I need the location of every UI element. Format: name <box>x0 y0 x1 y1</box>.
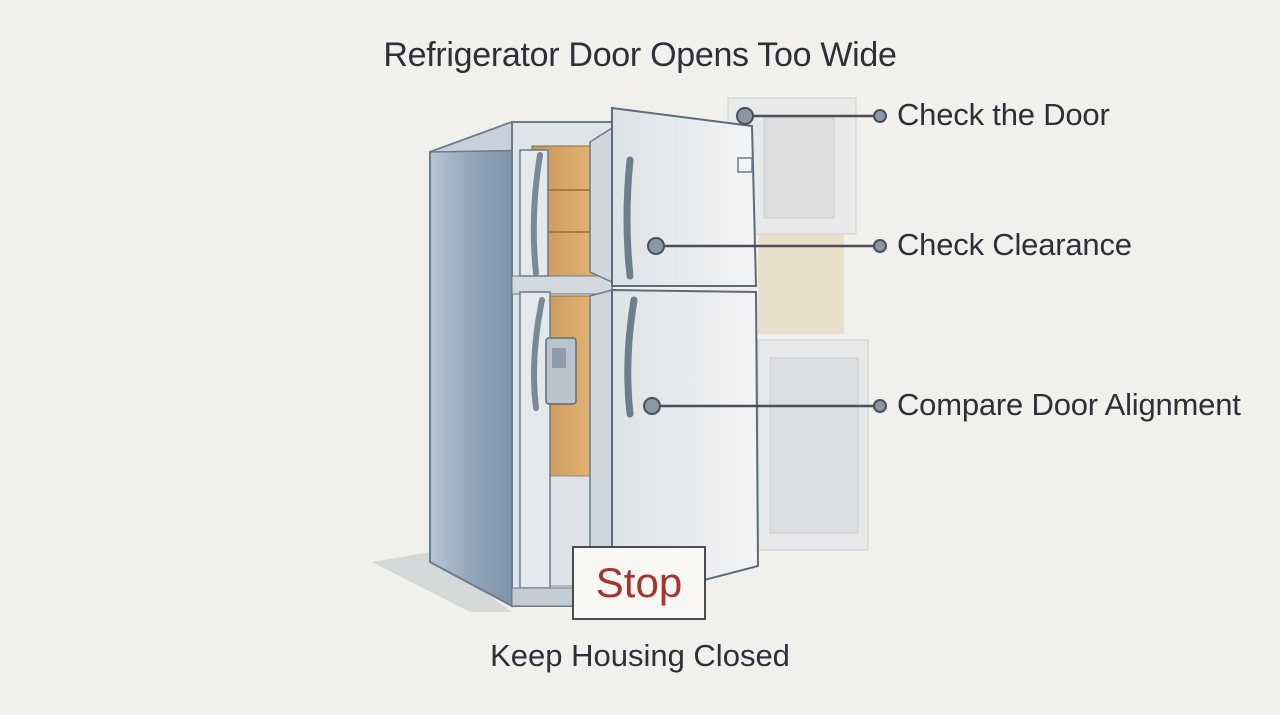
stop-sign: Stop <box>572 546 706 620</box>
upper-right-door <box>611 106 758 287</box>
footer-caption: Keep Housing Closed <box>490 638 790 673</box>
callout-check-door: Check the Door <box>897 97 1110 132</box>
background-cabinets <box>727 97 869 551</box>
callout-check-clearance: Check Clearance <box>897 227 1132 262</box>
floor-shadow <box>372 552 512 612</box>
lower-right-door <box>611 288 760 606</box>
fridge-side-panel <box>429 120 513 608</box>
callout-dot-icon <box>643 107 887 415</box>
callout-lines <box>652 114 880 408</box>
callout-compare-alignment: Compare Door Alignment <box>897 387 1241 422</box>
page-title: Refrigerator Door Opens Too Wide <box>383 36 897 74</box>
stop-label: Stop <box>595 559 683 606</box>
water-dispenser <box>545 337 577 405</box>
